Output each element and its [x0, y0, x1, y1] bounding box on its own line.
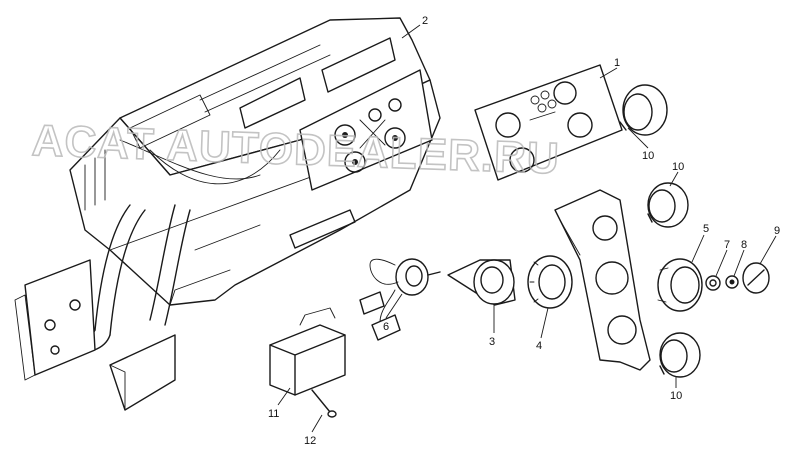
callout-labels: 2 1 10 10 5 7 8 9 3 4 6 10 11 12 [268, 15, 780, 447]
bezel-part-3 [447, 259, 516, 306]
callout-9: 9 [774, 225, 780, 237]
callout-11: 11 [268, 408, 279, 420]
gauge-part-10-top [619, 84, 668, 136]
callout-3: 3 [489, 336, 495, 348]
instrument-panel-part-1 [474, 64, 623, 181]
gauge-part-10-middle [647, 182, 689, 228]
callout-10-bottom: 10 [670, 390, 682, 402]
gauge-ring-part-4 [527, 255, 573, 309]
hoses-and-bracket [14, 139, 281, 411]
knob-part-9 [742, 262, 770, 294]
callout-4: 4 [536, 340, 542, 352]
callout-6: 6 [383, 321, 389, 333]
heater-unit-part-2 [69, 17, 441, 306]
callout-2: 2 [422, 15, 428, 27]
callout-1: 1 [614, 57, 620, 69]
gauge-body-part-5 [657, 258, 703, 312]
callout-10-middle: 10 [672, 161, 684, 173]
gauge-part-10-bottom [659, 332, 701, 378]
callout-8: 8 [741, 239, 747, 251]
leader-lines [277, 24, 777, 433]
nut-part-7 [705, 275, 721, 291]
screw-part-12 [311, 389, 337, 418]
sensor-part-6 [359, 258, 441, 341]
gauge-mounting-bracket [554, 189, 651, 371]
callout-7: 7 [724, 239, 730, 251]
washer-part-8 [725, 275, 739, 289]
callout-12: 12 [304, 435, 316, 447]
callout-5: 5 [703, 223, 709, 235]
callout-10-top: 10 [642, 150, 654, 162]
relay-part-11 [269, 307, 346, 396]
